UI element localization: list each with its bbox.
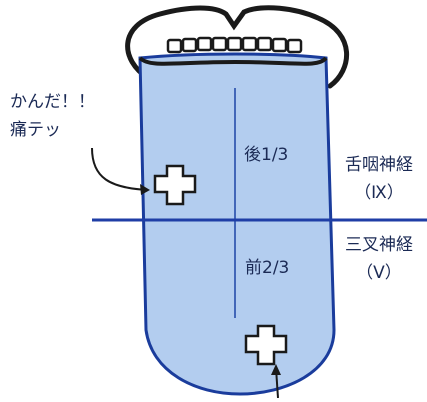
nerve-name-posterior: 舌咽神経 — [345, 155, 413, 175]
nerve-numeral-posterior: （Ⅸ） — [354, 183, 404, 203]
tongue — [138, 52, 336, 396]
teeth-icon — [166, 36, 303, 54]
annotation-line-1: かんだ！！ — [10, 92, 95, 112]
cross-marker-icon-lower — [244, 324, 288, 366]
region-label-anterior: 前2/3 — [245, 258, 290, 278]
nerve-name-anterior: 三叉神経 — [345, 235, 413, 255]
lower-arrowhead — [271, 364, 281, 375]
nerve-numeral-anterior: （Ⅴ） — [356, 263, 402, 283]
cross-marker-icon-upper — [153, 164, 197, 206]
pointer-arrow-icon — [91, 147, 149, 191]
lip-edge — [138, 56, 328, 66]
annotation-line-2: 痛テッ — [10, 120, 61, 140]
pointer-arrowhead — [140, 184, 150, 195]
region-label-posterior: 後1/3 — [244, 145, 289, 165]
